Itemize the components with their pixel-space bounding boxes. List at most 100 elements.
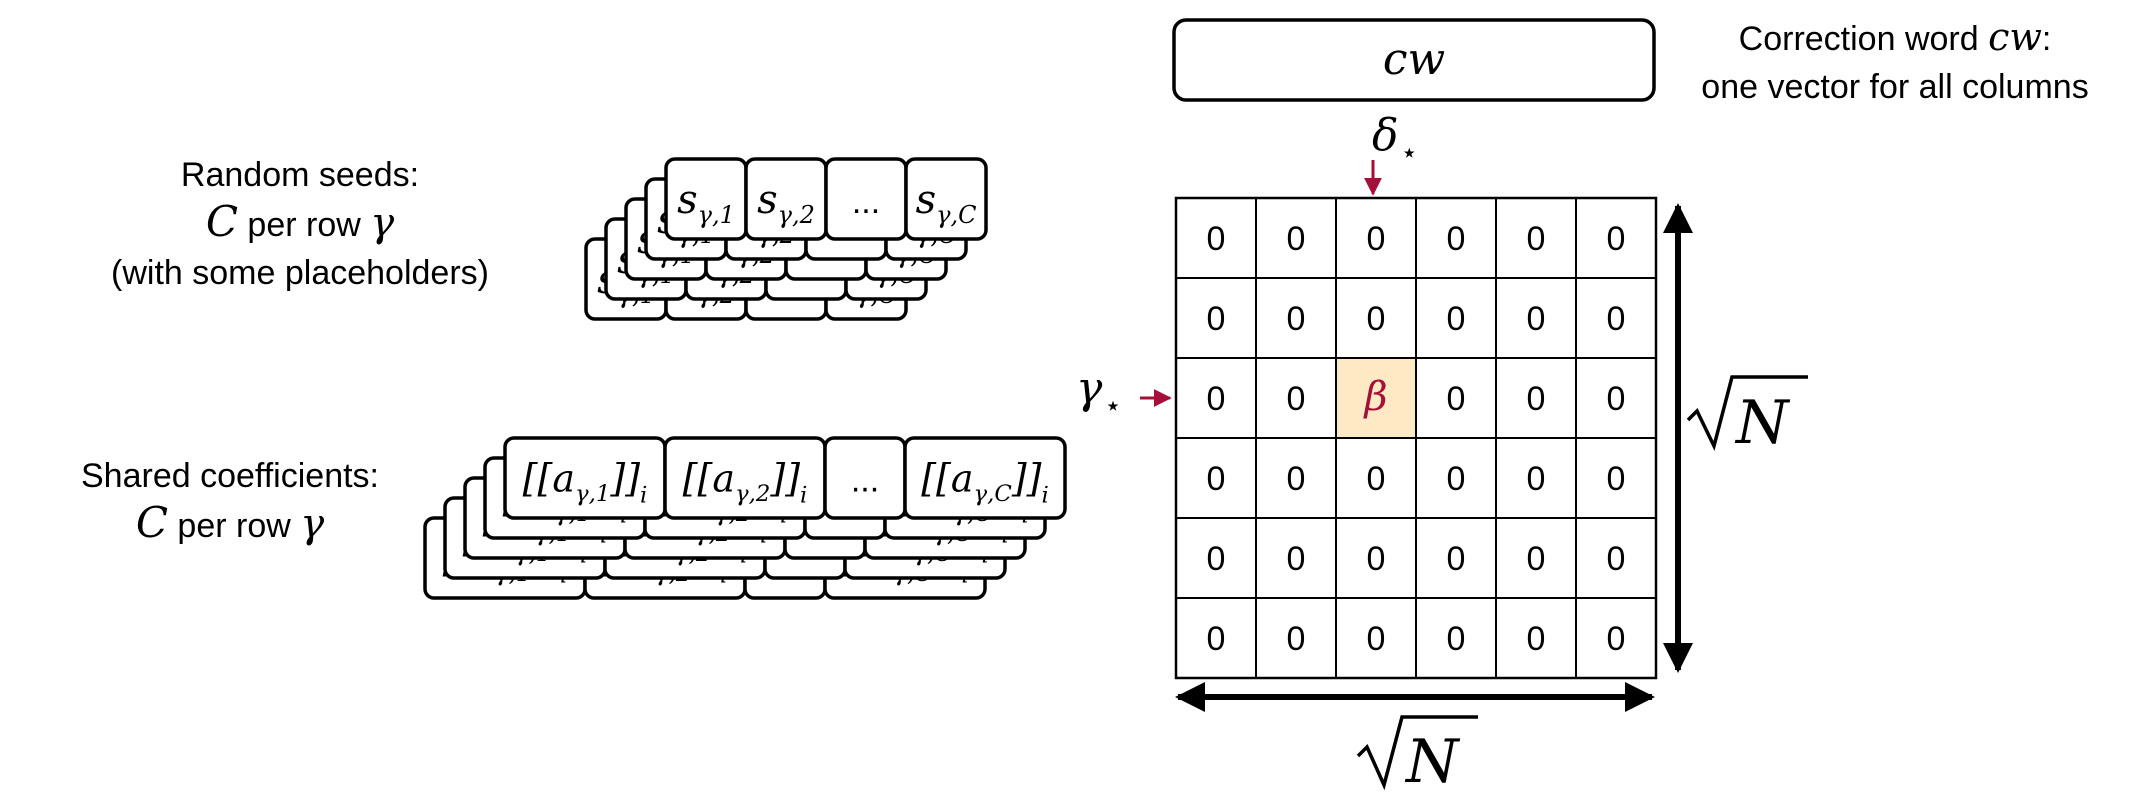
coefficient-card: [[aγ,2]]i: [663, 436, 827, 520]
matrix-cell-value: 0: [1607, 460, 1626, 498]
matrix-border: [1174, 196, 1658, 680]
matrix-cell: 0: [1415, 277, 1497, 359]
matrix-cell-value: 0: [1527, 380, 1546, 418]
matrix-cell-value: 0: [1207, 380, 1226, 418]
matrix-cell: 0: [1415, 597, 1497, 679]
matrix-cell-value: 0: [1607, 620, 1626, 658]
coefficient-card-box: [903, 436, 1067, 520]
matrix-cell-value: 0: [1447, 620, 1466, 658]
gamma-star-label: γ⋆: [1076, 363, 1122, 422]
gamma-star-pointer: γ⋆: [1076, 363, 1172, 422]
matrix-cell: 0: [1175, 197, 1257, 279]
matrix-cell-value: 0: [1367, 220, 1386, 258]
matrix-cell: 0: [1255, 357, 1337, 439]
delta-star-pointer: δ⋆: [1364, 110, 1418, 196]
matrix-cell: 0: [1175, 357, 1257, 439]
matrix-cell-value: β: [1362, 374, 1387, 420]
matrix-cell: 0: [1335, 197, 1417, 279]
correction-word-caption-line2: one vector for all columns: [1701, 68, 2088, 106]
matrix-cell-box: [1495, 517, 1577, 599]
matrix-cell-value: 0: [1607, 220, 1626, 258]
shared-coefficients-caption: Shared coefficients: C per row γ: [81, 457, 379, 547]
coefficient-stack-layer: [[aγ,1]]i[[aγ,2]]i...[[aγ,C]]i: [503, 436, 1067, 520]
matrix-cell-box: [1255, 517, 1337, 599]
coefficient-card-label: [[aγ,1]]i: [523, 456, 648, 508]
matrix-cell-value: 0: [1287, 620, 1306, 658]
matrix-cell: 0: [1175, 517, 1257, 599]
matrix-cell: 0: [1335, 597, 1417, 679]
matrix-cell-box: [1175, 597, 1257, 679]
matrix-cell: 0: [1495, 357, 1577, 439]
seed-card: sγ,2: [744, 157, 828, 241]
matrix-cell-box: [1175, 517, 1257, 599]
matrix-cell-value: 0: [1367, 460, 1386, 498]
correction-word: cw Correction word cw: one vector for al…: [1172, 15, 2089, 106]
matrix-cell: 0: [1575, 517, 1657, 599]
matrix-cell-value: 0: [1447, 220, 1466, 258]
horizontal-dimension: N: [1175, 682, 1655, 797]
correction-word-box-label: cw: [1383, 34, 1445, 85]
matrix-cell-value: 0: [1207, 300, 1226, 338]
matrix-cell: 0: [1575, 197, 1657, 279]
matrix-cell-value: 0: [1367, 540, 1386, 578]
matrix-cell-value: 0: [1527, 620, 1546, 658]
coefficient-card-label: [[aγ,2]]i: [683, 456, 808, 508]
matrix-cell-box: [1415, 357, 1497, 439]
matrix-cell: 0: [1415, 197, 1497, 279]
seed-card-label: sγ,2: [757, 177, 815, 229]
matrix-cell-value: 0: [1607, 300, 1626, 338]
matrix-cell-value: 0: [1207, 620, 1226, 658]
random-seeds-caption: Random seeds: C per row γ (with some pla…: [111, 156, 489, 292]
vertical-dimension: N: [1663, 203, 1808, 673]
random-seeds-stack: sγ,1sγ,2...sγ,Csγ,1sγ,2...sγ,Csγ,1sγ,2..…: [584, 157, 988, 321]
vertical-dimension-n: N: [1734, 388, 1791, 458]
matrix-cell: 0: [1255, 197, 1337, 279]
coefficient-card: [[aγ,1]]i: [503, 436, 667, 520]
matrix-cell-value: 0: [1207, 460, 1226, 498]
matrix-cell-value: 0: [1447, 380, 1466, 418]
random-seeds-caption-line1: Random seeds:: [181, 156, 419, 194]
matrix-cell-value: 0: [1447, 300, 1466, 338]
matrix-cell-value: 0: [1207, 540, 1226, 578]
matrix-cell: 0: [1335, 277, 1417, 359]
matrix-cell-value: 0: [1527, 460, 1546, 498]
matrix-cell: 0: [1415, 437, 1497, 519]
matrix-cell-value: 0: [1287, 380, 1306, 418]
matrix-cell-value: 0: [1527, 540, 1546, 578]
matrix-cell-box: [1575, 277, 1657, 359]
horizontal-dimension-label: N: [1356, 715, 1478, 797]
shared-coefficients-stack: [[aγ,1]]i[[aγ,2]]i...[[aγ,C]]i[[aγ,1]]i[…: [423, 436, 1067, 600]
seed-card: sγ,C: [904, 157, 988, 241]
seed-card-label: sγ,C: [916, 177, 977, 229]
matrix-cell-value: 0: [1367, 300, 1386, 338]
matrix-cell-value: 0: [1207, 220, 1226, 258]
matrix-cell-value: 0: [1287, 220, 1306, 258]
matrix-cell: 0: [1335, 437, 1417, 519]
matrix-cell-value: 0: [1287, 540, 1306, 578]
matrix-cell: 0: [1575, 277, 1657, 359]
matrix-cell-value: 0: [1447, 460, 1466, 498]
matrix-cell-value: 0: [1527, 220, 1546, 258]
delta-star-label: δ⋆: [1372, 110, 1418, 169]
matrix-cell-value: 0: [1447, 540, 1466, 578]
matrix-cell: 0: [1495, 437, 1577, 519]
horizontal-dimension-n: N: [1404, 727, 1461, 797]
matrix-cell: 0: [1415, 517, 1497, 599]
matrix-cell: 0: [1415, 357, 1497, 439]
matrix-cell: 0: [1495, 517, 1577, 599]
matrix-cell: 0: [1255, 277, 1337, 359]
matrix-cell: 0: [1175, 597, 1257, 679]
correction-word-box: [1172, 18, 1656, 102]
matrix-cell: 0: [1255, 437, 1337, 519]
random-seeds-caption-line2: C per row γ: [206, 197, 394, 246]
matrix-cell-box: [1415, 597, 1497, 679]
vertical-dimension-label: N: [1686, 375, 1808, 458]
matrix-cell: 0: [1575, 437, 1657, 519]
matrix-cell-value: 0: [1287, 460, 1306, 498]
matrix-cell-box: [1335, 357, 1417, 439]
matrix-cell-value: 0: [1607, 380, 1626, 418]
matrix-cell: 0: [1495, 277, 1577, 359]
